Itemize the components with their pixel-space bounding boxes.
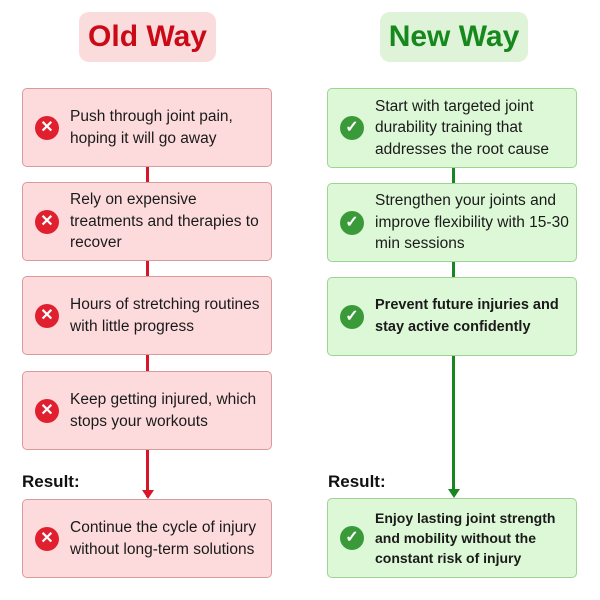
x-circle-icon: ✕ xyxy=(35,526,59,551)
step-text: Rely on expensive treatments and therapi… xyxy=(70,191,259,252)
old-step-2: ✕ Rely on expensive treatments and therap… xyxy=(22,182,272,261)
result-text: Enjoy lasting joint strength and mobilit… xyxy=(375,510,556,566)
check-circle-icon: ✓ xyxy=(340,116,364,140)
old-arrow-head xyxy=(141,490,154,499)
step-text: Push through joint pain, hoping it will … xyxy=(70,108,233,147)
old-result: ✕ Continue the cycle of injury without lo… xyxy=(22,499,272,578)
check-circle-icon: ✓ xyxy=(340,526,364,550)
new-arrow-head xyxy=(447,489,460,498)
step-text: Start with targeted joint durability tra… xyxy=(375,97,550,158)
step-text: Hours of stretching routines with little… xyxy=(70,296,260,335)
old-way-title: Old Way xyxy=(79,12,216,62)
x-circle-icon: ✕ xyxy=(35,303,59,328)
step-text: Keep getting injured, which stops your w… xyxy=(70,391,257,430)
old-step-1: ✕ Push through joint pain, hoping it will… xyxy=(22,88,272,167)
x-circle-icon: ✕ xyxy=(35,209,59,234)
new-way-title: New Way xyxy=(380,12,528,62)
new-result-label: Result: xyxy=(328,472,386,491)
new-step-3: ✓ Prevent future injuries and stay active… xyxy=(327,277,577,356)
step-text: Strengthen your joints and improve flexi… xyxy=(375,192,569,253)
check-circle-icon: ✓ xyxy=(340,210,364,235)
step-text: Prevent future injuries and stay active … xyxy=(375,297,559,335)
old-result-label: Result: xyxy=(22,472,80,491)
new-step-1: ✓ Start with targeted joint durability tr… xyxy=(327,88,577,168)
check-circle-icon: ✓ xyxy=(340,304,364,329)
result-text: Continue the cycle of injury without lon… xyxy=(70,519,257,558)
x-circle-icon: ✕ xyxy=(35,398,59,423)
new-result: ✓ Enjoy lasting joint strength and mobili… xyxy=(327,498,577,578)
new-step-2: ✓ Strengthen your joints and improve flex… xyxy=(327,183,577,262)
x-circle-icon: ✕ xyxy=(35,115,59,140)
old-step-3: ✕ Hours of stretching routines with littl… xyxy=(22,276,272,355)
old-step-4: ✕ Keep getting injured, which stops your … xyxy=(22,371,272,450)
